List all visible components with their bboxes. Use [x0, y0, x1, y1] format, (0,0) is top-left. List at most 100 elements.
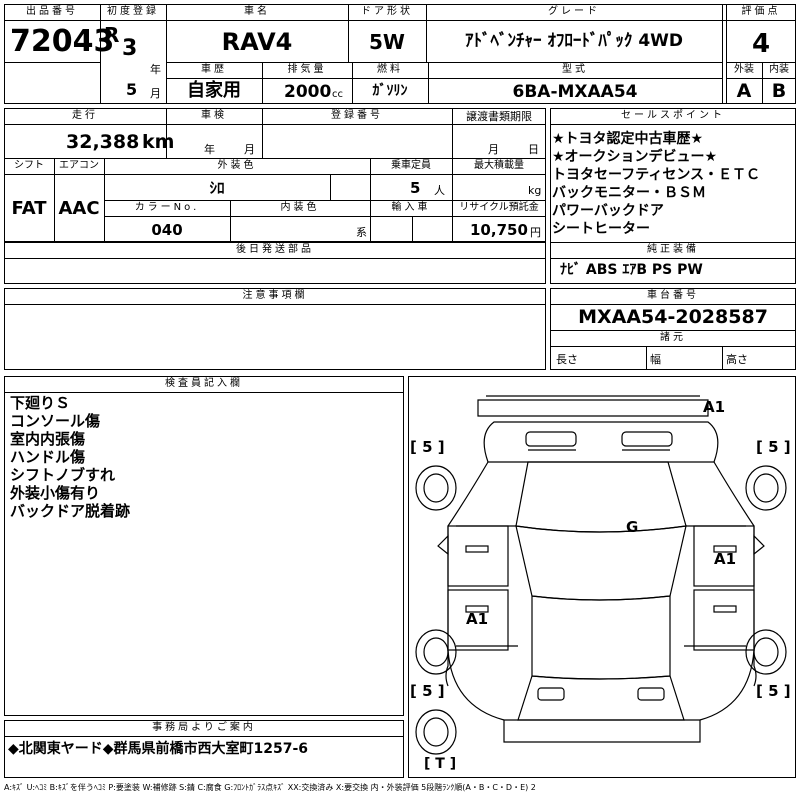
mark-front-bumper: A1 — [703, 398, 726, 416]
recycle: 10,750 — [470, 221, 528, 239]
recycle-unit: 円 — [530, 226, 541, 239]
later-parts-block — [4, 242, 546, 284]
mark-left-door: A1 — [466, 610, 489, 628]
sales-points-list: ★トヨタ認定中古車歴★ ★オークションデビュー★ トヨタセーフティセンス・ＥＴＣ… — [552, 130, 760, 238]
sales-points-label: セールスポイント — [621, 110, 725, 121]
width-label: 幅 — [650, 353, 661, 366]
sales-point: パワーバックドア — [552, 203, 664, 219]
mark-windshield: G — [626, 518, 639, 536]
notes-block — [4, 288, 546, 370]
capacity-unit: 人 — [434, 184, 445, 197]
score: 4 — [751, 29, 771, 59]
interior-label: 内装 — [769, 64, 789, 75]
ext-color: ｼﾛ — [209, 179, 225, 197]
legend: A:ｷｽﾞ U:ﾍｺﾐ B:ｷｽﾞを伴うﾍｺﾐ P:要塗装 W:補修跡 S:錆 … — [4, 783, 536, 792]
history-label: 車歴 — [201, 64, 227, 75]
model: 6BA-MXAA54 — [512, 82, 638, 102]
inspector-note: 室内内張傷 — [10, 430, 86, 448]
shift-label: シフト — [14, 160, 44, 171]
max-load-unit: kg — [528, 184, 542, 197]
transfer-label: 譲渡書類期限 — [466, 110, 532, 123]
displacement-unit: cc — [332, 89, 343, 100]
inspector-note: 下廻りＳ — [10, 394, 71, 412]
exterior-grade: A — [736, 80, 752, 102]
tire-rear-left: [ 5 ] — [410, 682, 445, 700]
interior-grade: B — [771, 80, 787, 102]
lot-label: 出品番号 — [26, 6, 78, 17]
chassis-block — [550, 288, 796, 370]
office-block — [4, 720, 404, 778]
office-text: ◆北関東ヤード◆群馬県前橋市西大室町1257-6 — [8, 741, 309, 757]
inspection-year-unit: 年 — [204, 143, 215, 156]
chassis-number: MXAA54-2028587 — [578, 306, 768, 328]
displacement-label: 排気量 — [287, 64, 327, 75]
import-label: 輸入車 — [391, 202, 431, 213]
car-name-label: 車名 — [244, 6, 270, 17]
inspector-note: シフトノブすれ — [10, 466, 116, 484]
mileage-unit: km — [142, 131, 175, 153]
transfer-day-unit: 日 — [528, 143, 539, 156]
sales-point: ★トヨタ認定中古車歴★ — [552, 131, 704, 147]
equipment: ﾅﾋﾞ ABS ｴｱB PS PW — [560, 262, 703, 278]
displacement: 2000 — [284, 82, 332, 102]
chassis-label: 車台番号 — [647, 290, 699, 301]
tire-rear-right: [ 5 ] — [756, 682, 791, 700]
header-block — [4, 4, 796, 104]
equipment-label: 純正装備 — [647, 244, 699, 255]
year-unit: 年 — [150, 63, 161, 76]
transfer-month-unit: 月 — [488, 143, 499, 156]
sales-points-block — [550, 108, 796, 284]
mark-right-door: A1 — [714, 550, 737, 568]
dims-label: 諸元 — [660, 332, 686, 343]
model-label: 型式 — [562, 64, 588, 75]
later-parts-label: 後日発送部品 — [236, 244, 314, 255]
sales-point: シートヒーター — [552, 221, 650, 237]
car-outline-diagram — [415, 395, 787, 755]
ext-color-label: 外装色 — [217, 160, 257, 171]
capacity-label: 乗車定員 — [391, 160, 431, 171]
inspector-label: 検査員記入欄 — [165, 378, 243, 389]
inspector-note: ハンドル傷 — [10, 448, 86, 466]
first-reg-label: 初度登録 — [107, 6, 159, 17]
tire-front-right: [ 5 ] — [756, 438, 791, 456]
score-label: 評価点 — [741, 6, 781, 17]
damage-diagram — [408, 376, 796, 778]
shift: FAT — [11, 198, 47, 219]
inspector-note: 外装小傷有り — [10, 484, 101, 502]
history: 自家用 — [187, 80, 241, 101]
reg-year: 3 — [122, 36, 138, 61]
ac-label: エアコン — [59, 160, 99, 171]
grade: ｱﾄﾞﾍﾞﾝﾁｬｰ ｵﾌﾛｰﾄﾞﾊﾟｯｸ 4WD — [464, 31, 684, 51]
mileage: 32,388 — [66, 131, 140, 153]
capacity: 5 — [410, 179, 421, 197]
height-label: 高さ — [726, 353, 748, 366]
inspector-list: 下廻りＳ コンソール傷 室内内張傷 ハンドル傷 シフトノブすれ 外装小傷有り バ… — [10, 394, 130, 520]
tire-spare: [ T ] — [424, 756, 457, 772]
color-no-label: カラーNo. — [134, 202, 200, 213]
fuel-label: 燃料 — [377, 64, 403, 75]
length-label: 長さ — [556, 353, 578, 366]
era: R — [104, 23, 120, 47]
reg-month: 5 — [126, 80, 138, 99]
recycle-label: リサイクル預託金 — [459, 202, 539, 213]
int-color-label: 内装色 — [280, 202, 320, 213]
sales-point: ★オークションデビュー★ — [552, 149, 718, 165]
exterior-label: 外装 — [734, 64, 754, 75]
fuel: ｶﾞｿﾘﾝ — [372, 83, 408, 99]
doors-label: ドア形状 — [361, 6, 413, 17]
doors: 5W — [369, 30, 405, 54]
inspection-month-unit: 月 — [244, 143, 255, 156]
notes-label: 注意事項欄 — [242, 290, 308, 301]
tire-front-left: [ 5 ] — [410, 438, 445, 456]
mileage-label: 走行 — [72, 110, 98, 121]
vehicle-details-block — [4, 108, 546, 242]
inspector-block — [4, 376, 404, 716]
inspector-note: コンソール傷 — [10, 412, 101, 430]
inspector-note: バックドア脱着跡 — [10, 502, 131, 520]
grade-label: グレード — [548, 6, 600, 17]
month-unit: 月 — [150, 87, 161, 100]
reg-no-label: 登録番号 — [331, 110, 383, 121]
inspection-label: 車検 — [201, 110, 227, 121]
ac: AAC — [58, 198, 100, 219]
max-load-label: 最大積載量 — [474, 160, 524, 171]
